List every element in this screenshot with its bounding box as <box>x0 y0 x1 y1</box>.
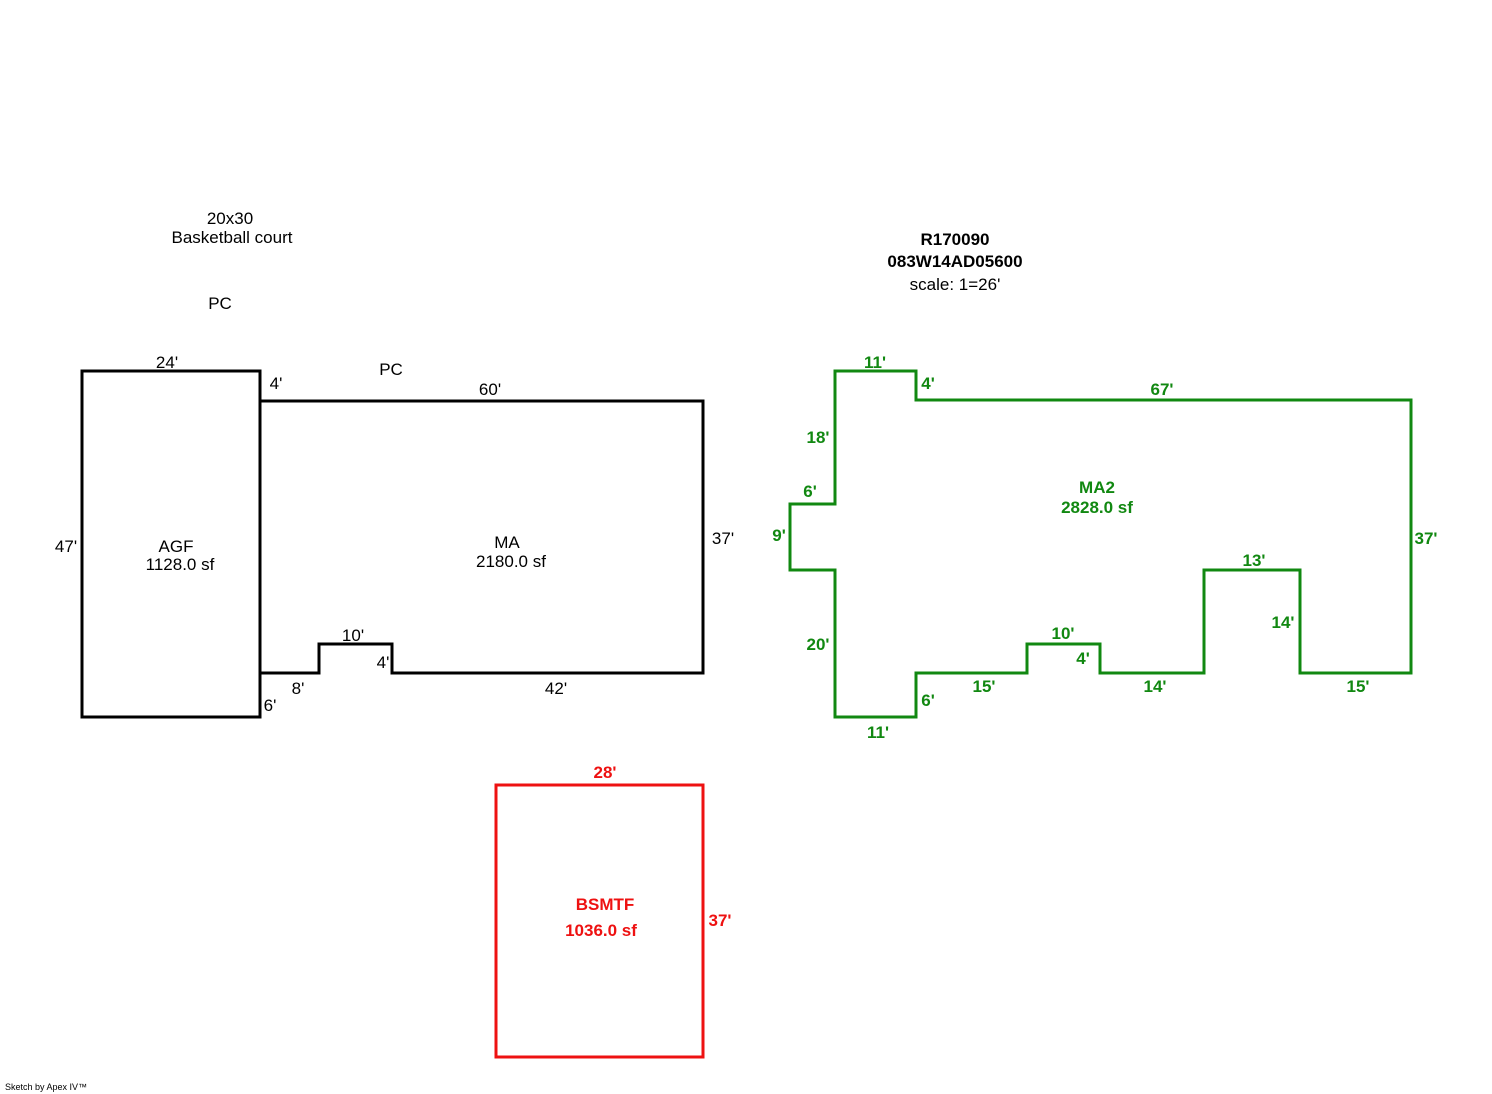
ma2-dim-top: 67' <box>1151 380 1174 399</box>
ma2-dim-notch-side: 14' <box>1272 613 1295 632</box>
ma2-dim-left-step: 6' <box>803 482 817 501</box>
ma-dim-bottom-left: 8' <box>292 679 305 698</box>
agf-dim-left: 47' <box>55 537 77 556</box>
ma2-dim-top-left: 11' <box>864 353 886 372</box>
bsmtf-area: 1036.0 sf <box>565 921 637 940</box>
ma-name: MA <box>494 533 520 552</box>
court-description-label: Basketball court <box>172 228 293 247</box>
agf-outline <box>80 369 262 719</box>
ma2-dim-top-step: 4' <box>921 374 935 393</box>
parcel-id: R170090 <box>920 230 989 249</box>
ma-dim-bottom-right: 42' <box>545 679 567 698</box>
ma2-dim-left-upper: 18' <box>807 428 830 447</box>
agf-name: AGF <box>159 537 194 556</box>
ma2-dim-left-mid: 9' <box>772 526 786 545</box>
ma2-dim-bottom-c: 15' <box>1347 677 1370 696</box>
court-size-label: 20x30 <box>207 209 253 228</box>
ma-area: 2180.0 sf <box>476 552 546 571</box>
ma2-outline <box>788 369 1413 719</box>
agf-area: 1128.0 sf <box>146 555 215 574</box>
bsmtf-dim-top: 28' <box>594 763 617 782</box>
bsmtf-outline <box>494 783 705 1059</box>
ma2-dim-right: 37' <box>1415 529 1438 548</box>
ma2-dim-bottom-left: 11' <box>867 723 889 742</box>
ma2-name: MA2 <box>1079 478 1115 497</box>
map-number: 083W14AD05600 <box>887 252 1022 271</box>
bsmtf-name: BSMTF <box>576 895 635 914</box>
ma-dim-bump-side: 4' <box>377 653 390 672</box>
ma2-dim-bump-side: 4' <box>1076 649 1090 668</box>
ma2-dim-left-lower: 20' <box>807 635 830 654</box>
ma2-dim-bottom-a: 15' <box>973 677 996 696</box>
credit-label: Sketch by Apex IV™ <box>5 1082 87 1092</box>
ma-dim-top: 60' <box>479 380 501 399</box>
bsmtf-dim-right: 37' <box>709 911 732 930</box>
agf-dim-bottom-right: 6' <box>264 696 277 715</box>
ma-dim-right: 37' <box>712 529 734 548</box>
ma-dim-bump-top: 10' <box>342 626 364 645</box>
ma2-dim-bottom-b: 14' <box>1144 677 1167 696</box>
agf-dim-top-right: 4' <box>270 374 283 393</box>
pc-label: PC <box>379 360 403 379</box>
pc-label: PC <box>208 294 232 313</box>
ma2-area: 2828.0 sf <box>1061 498 1133 517</box>
ma2-dim-notch-top: 13' <box>1243 551 1266 570</box>
agf-dim-top: 24' <box>156 353 178 372</box>
ma2-dim-bottom-step: 6' <box>921 691 935 710</box>
ma-outline <box>260 399 705 675</box>
scale-label: scale: 1=26' <box>910 275 1001 294</box>
ma2-dim-bump-top: 10' <box>1052 624 1075 643</box>
